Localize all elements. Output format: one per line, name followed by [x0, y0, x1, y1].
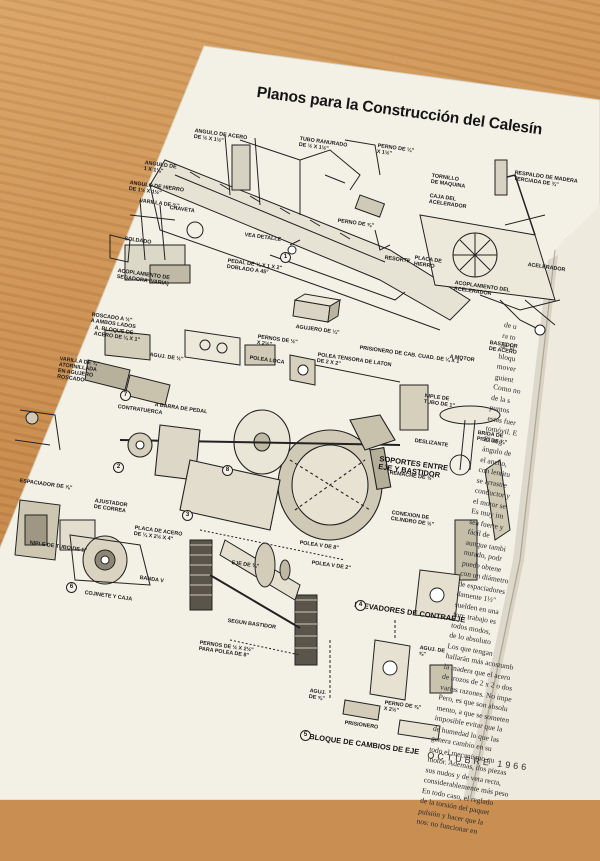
callout-7: 7	[120, 390, 131, 401]
gutter-shadow	[463, 255, 558, 800]
bearing-diagram	[14, 409, 151, 586]
page-paper	[0, 45, 600, 800]
drive-assembly-diagram	[119, 409, 401, 541]
magazine-page: Planos para la Construcción del Calesín …	[0, 45, 600, 836]
accelerator-diagram	[419, 159, 561, 336]
page-gutter	[469, 249, 556, 800]
elevator-diagram	[329, 620, 453, 741]
label-agujero-prisionero: AGUJ. DE ⅝"	[308, 688, 327, 703]
steering-column-diagram	[399, 384, 511, 621]
facing-page	[470, 205, 600, 800]
steel-block-diagram	[292, 293, 342, 323]
callout-8: 8	[222, 465, 233, 476]
callout-5: 5	[300, 730, 311, 741]
callout-4: 4	[355, 600, 366, 611]
callout-1: 1	[280, 252, 291, 263]
chassis-diagram	[149, 134, 471, 331]
callout-2: 2	[113, 462, 124, 473]
callout-6: 6	[66, 582, 77, 593]
coupling-diagram	[109, 199, 204, 284]
callout-3: 3	[182, 510, 193, 521]
pulley-block-diagram	[84, 329, 401, 406]
rear-axle-diagram	[189, 529, 346, 666]
